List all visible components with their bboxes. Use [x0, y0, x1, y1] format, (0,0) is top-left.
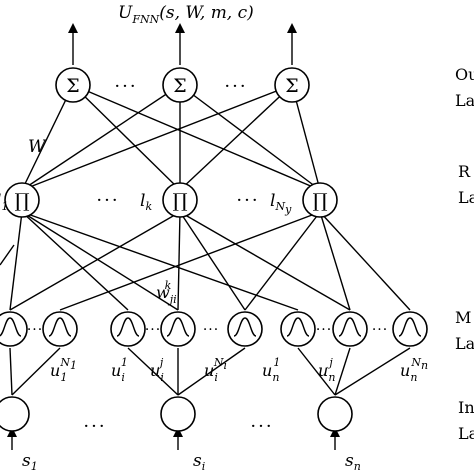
layer-label-output-2: La	[455, 91, 474, 110]
mf-label-uin: uiNi	[204, 356, 227, 384]
edges-rule-membership	[0, 211, 411, 311]
layer-label-membership-2: La	[455, 334, 474, 353]
input-label-s1: s1	[22, 451, 38, 473]
output-ellipsis-2: ···	[224, 76, 247, 97]
membership-node-n-n	[392, 311, 428, 347]
membership-ellipsis-1: ···	[27, 322, 43, 338]
input-ellipsis-2: ···	[250, 416, 273, 437]
weight-w-label: W	[28, 137, 47, 157]
input-label-sn: sn	[345, 451, 361, 473]
layer-label-membership-1: M	[455, 308, 471, 327]
membership-node-i-j	[160, 311, 196, 347]
membership-node-i-n	[227, 311, 263, 347]
layer-label-output-1: Ou	[455, 65, 474, 84]
svg-text:∏: ∏	[312, 190, 327, 212]
input-node-1	[0, 396, 30, 432]
output-function-label: UFNN(s, W, m, c)	[118, 3, 254, 26]
mf-label-ui-1: ui1	[111, 356, 128, 384]
sum-node-n: Σ	[274, 67, 310, 103]
rule-label-l1: l1	[0, 191, 8, 213]
output-arrows	[68, 23, 297, 65]
product-node-1: ∏	[4, 182, 40, 218]
product-node-k: ∏	[162, 182, 198, 218]
weight-wjik-label: wjik	[156, 279, 177, 306]
svg-text:Σ: Σ	[285, 75, 298, 97]
mf-label-unn: unNn	[400, 356, 428, 384]
membership-nodes	[0, 311, 428, 347]
membership-ellipsis-4: ···	[316, 322, 332, 338]
input-node-i	[160, 396, 196, 432]
membership-ellipsis-3: ···	[203, 322, 219, 338]
svg-text:∏: ∏	[14, 190, 29, 212]
svg-text:Σ: Σ	[173, 75, 186, 97]
output-ellipsis-1: ···	[114, 76, 137, 97]
mf-label-ui1: uij	[150, 356, 164, 384]
mf-label-un1: un1	[262, 356, 280, 384]
membership-node-1-n	[42, 311, 78, 347]
input-node-n	[317, 396, 353, 432]
input-ellipsis-1: ···	[83, 416, 106, 437]
membership-node-1-1	[0, 311, 28, 347]
layer-labels: Ou La R La M La In La	[455, 65, 474, 443]
layer-label-input-1: In	[458, 398, 474, 417]
svg-text:∏: ∏	[172, 190, 187, 212]
mf-label-unj: unj	[318, 356, 335, 384]
membership-node-n-j	[332, 311, 368, 347]
input-label-si: si	[193, 451, 205, 473]
layer-label-rule-2: La	[458, 188, 474, 207]
input-arrows	[7, 427, 340, 450]
product-node-ny: ∏	[302, 182, 338, 218]
membership-node-i-1	[110, 311, 146, 347]
rule-ellipsis-2: ···	[236, 190, 259, 211]
rule-label-lk: lk	[140, 191, 152, 213]
layer-label-input-2: La	[458, 424, 474, 443]
membership-node-n-1	[280, 311, 316, 347]
edges-output-rule	[21, 84, 321, 191]
sum-node-1: Σ	[55, 67, 91, 103]
membership-ellipsis-2: ···	[145, 322, 161, 338]
edges-membership-input	[9, 347, 411, 396]
rule-ellipsis-1: ···	[96, 190, 119, 211]
svg-text:Σ: Σ	[66, 75, 79, 97]
membership-ellipsis-5: ···	[372, 322, 388, 338]
mf-label-u11: u1N1	[50, 356, 77, 384]
rule-label-lny: lNy	[270, 191, 292, 216]
layer-label-rule-1: R	[458, 162, 471, 181]
sum-node-k: Σ	[162, 67, 198, 103]
